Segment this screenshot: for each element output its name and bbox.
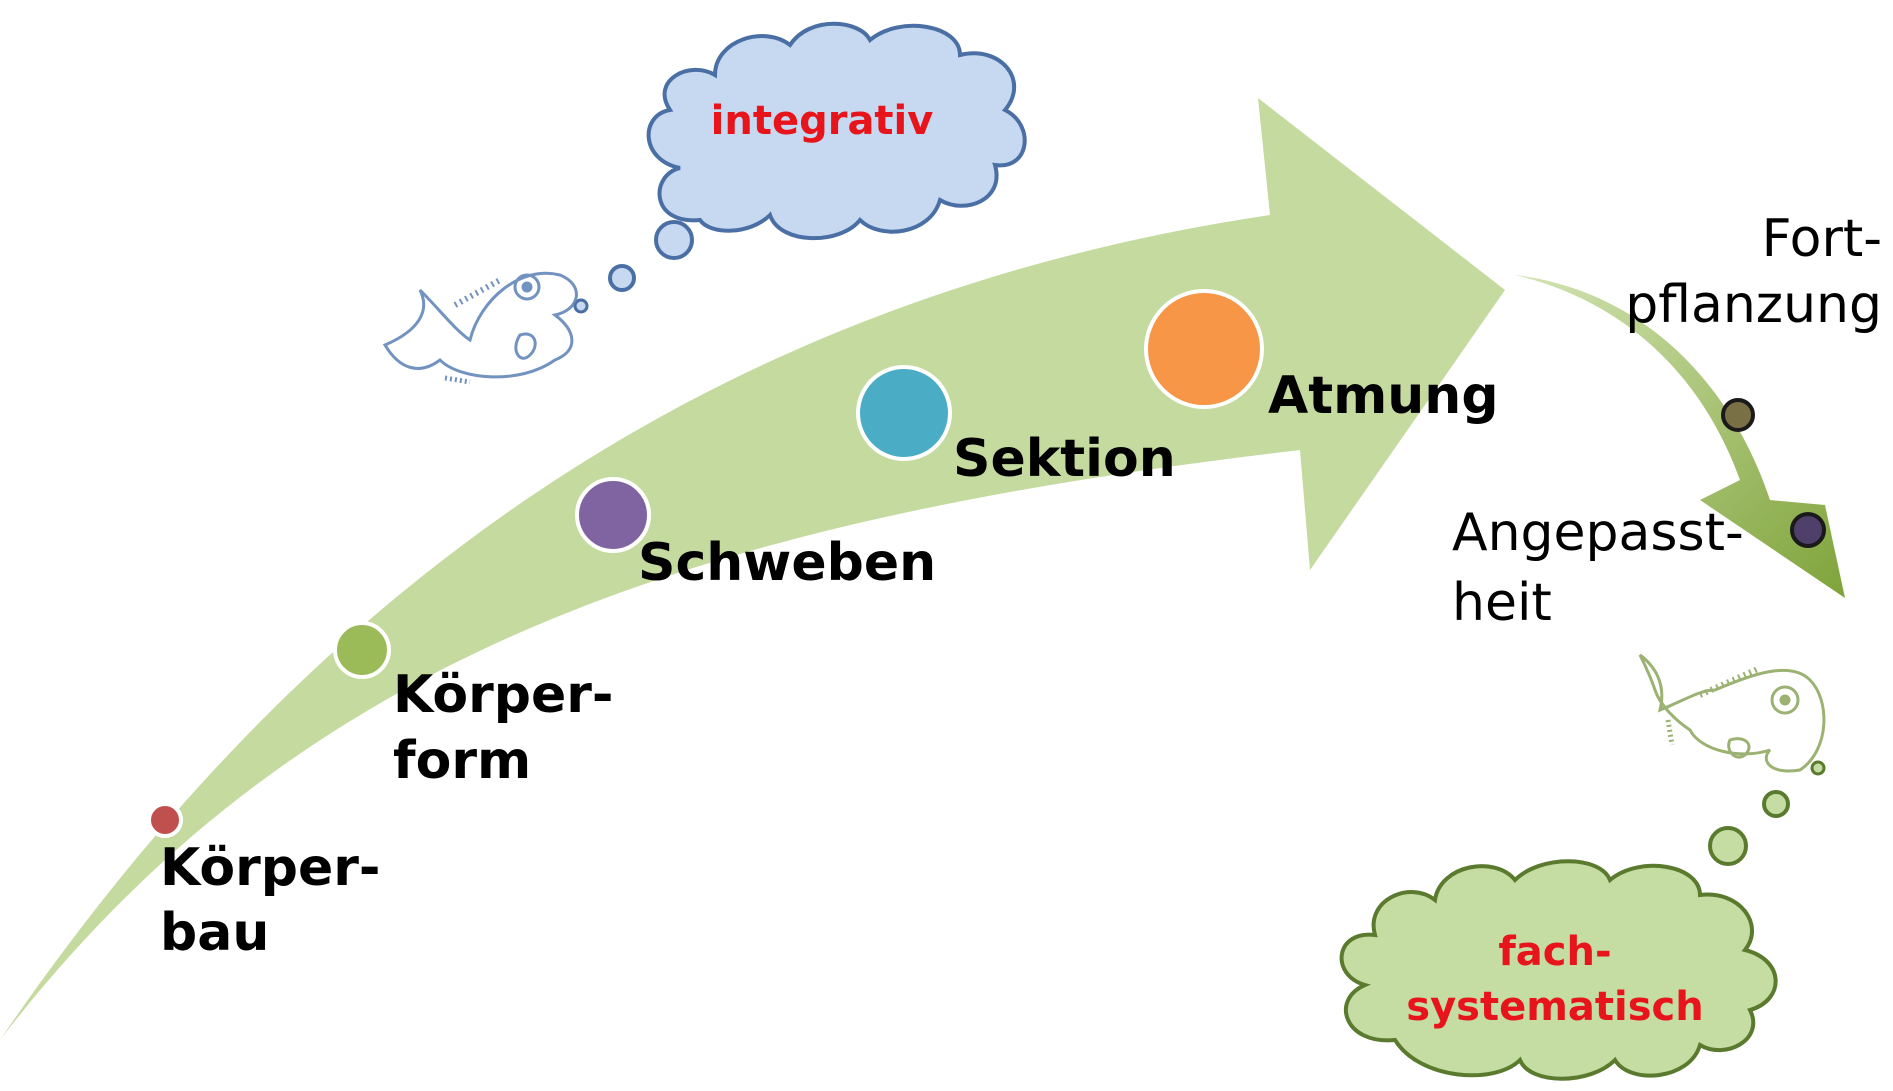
step-label-koerperbau-2: bau <box>160 903 269 963</box>
cloud-fachsystematisch: fach- systematisch <box>1339 859 1778 1081</box>
cloud-integrativ: integrativ <box>646 21 1027 241</box>
thought-bubble-top-2 <box>608 264 636 292</box>
thought-bubble-bottom-3 <box>1708 826 1748 866</box>
step-label-sektion: Sektion <box>953 429 1176 489</box>
cloud-bottom-label-line2: systematisch <box>1406 984 1703 1030</box>
small-label-fortpflanzung-1: Fort- <box>1762 209 1882 269</box>
step-label-schweben: Schweben <box>638 533 936 593</box>
step-dot-koerperbau <box>147 802 183 838</box>
fish-icon-green <box>1638 653 1826 773</box>
small-dot-angepasstheit <box>1790 512 1826 548</box>
thought-bubble-bottom-1 <box>1810 760 1826 776</box>
thought-bubble-top-3 <box>573 298 589 314</box>
small-label-fortpflanzung-2: pflanzung <box>1625 275 1882 335</box>
small-label-angepasstheit-1: Angepasst- <box>1452 503 1744 563</box>
step-label-koerperform-2: form <box>393 731 531 791</box>
fish-icon-blue <box>382 271 578 385</box>
step-dot-sektion <box>856 365 952 461</box>
main-arrow <box>0 98 1505 1040</box>
step-label-koerperform-1: Körper- <box>393 665 613 725</box>
step-label-koerperbau-1: Körper- <box>160 838 380 898</box>
step-dot-koerperform <box>333 621 391 679</box>
step-dot-atmung <box>1144 289 1264 409</box>
step-dot-schweben <box>575 477 651 553</box>
cloud-bottom-label-line1: fach- <box>1498 929 1611 975</box>
thought-bubble-bottom-2 <box>1762 790 1790 818</box>
small-dot-fortpflanzung <box>1721 398 1755 432</box>
small-label-angepasstheit-2: heit <box>1452 573 1552 633</box>
step-label-atmung: Atmung <box>1268 366 1499 426</box>
cloud-top-label: integrativ <box>711 98 934 144</box>
thought-bubble-top-1 <box>654 220 694 260</box>
small-arrow <box>1515 275 1845 598</box>
